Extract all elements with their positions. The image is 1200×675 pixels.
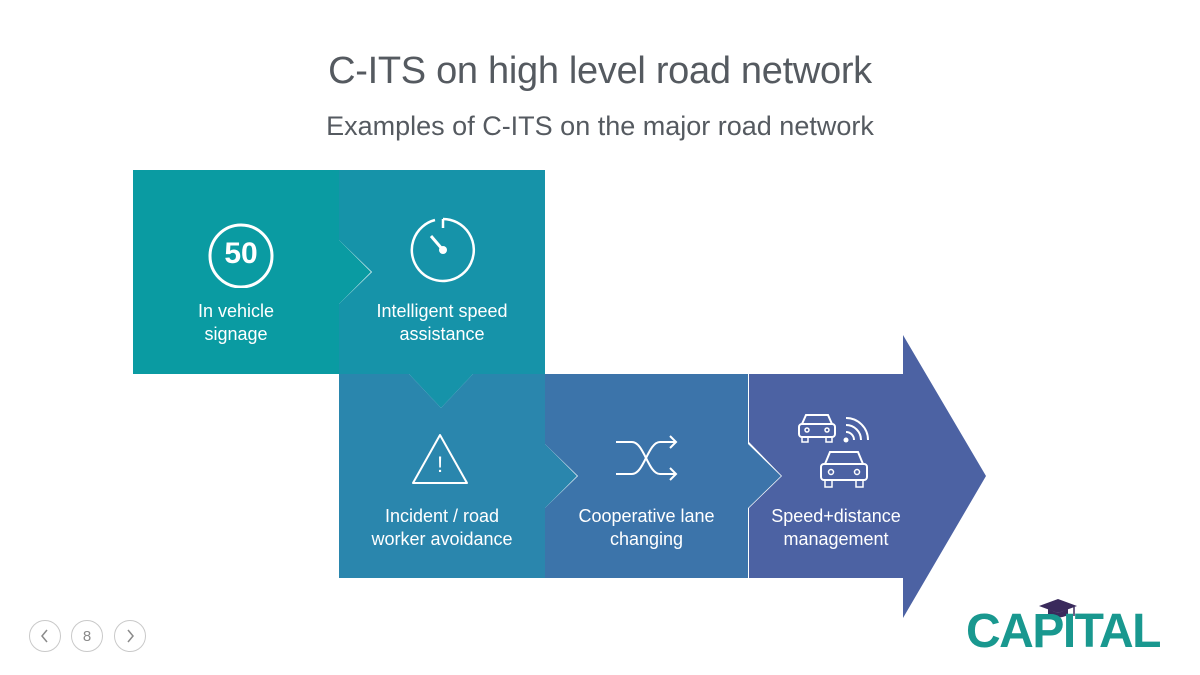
page-number-label: 8	[82, 627, 92, 645]
page-number: 8	[71, 620, 103, 652]
next-slide-button[interactable]	[114, 620, 146, 652]
shuffle-arrows-icon	[614, 432, 680, 484]
speed-limit-value: 50	[224, 237, 258, 270]
tile-label-speed-distance: Speed+distance management	[771, 506, 901, 549]
tile-label-in-vehicle-signage: In vehicle signage	[197, 301, 275, 344]
graduation-cap-icon	[1039, 599, 1077, 618]
tile-intelligent-speed-bg	[339, 170, 545, 408]
tile-label-intelligent-speed: Intelligent speed assistance	[376, 301, 508, 344]
slide-subtitle: Examples of C-ITS on the major road netw…	[326, 111, 874, 141]
speedometer-icon	[409, 214, 477, 284]
slide-title: C-ITS on high level road network	[328, 50, 872, 92]
connected-cars-icon	[796, 410, 876, 494]
previous-slide-button[interactable]	[29, 620, 61, 652]
speed-limit-50-icon: 50	[203, 222, 279, 289]
warning-mark: !	[436, 452, 444, 477]
tile-label-cooperative-lane: Cooperative lane changing	[578, 506, 715, 549]
warning-triangle-icon: !	[410, 432, 470, 486]
tile-cooperative-lane-bg	[545, 374, 781, 578]
logo-text: CAPITAL	[966, 605, 1161, 658]
chevron-right-icon	[127, 629, 134, 643]
capital-logo: CAPITAL	[966, 598, 1166, 658]
chevron-left-icon	[41, 629, 48, 643]
tile-label-incident-avoidance: Incident / road worker avoidance	[371, 506, 513, 549]
tile-in-vehicle-signage-bg	[133, 170, 371, 374]
tile-incident-avoidance-bg	[339, 374, 577, 578]
